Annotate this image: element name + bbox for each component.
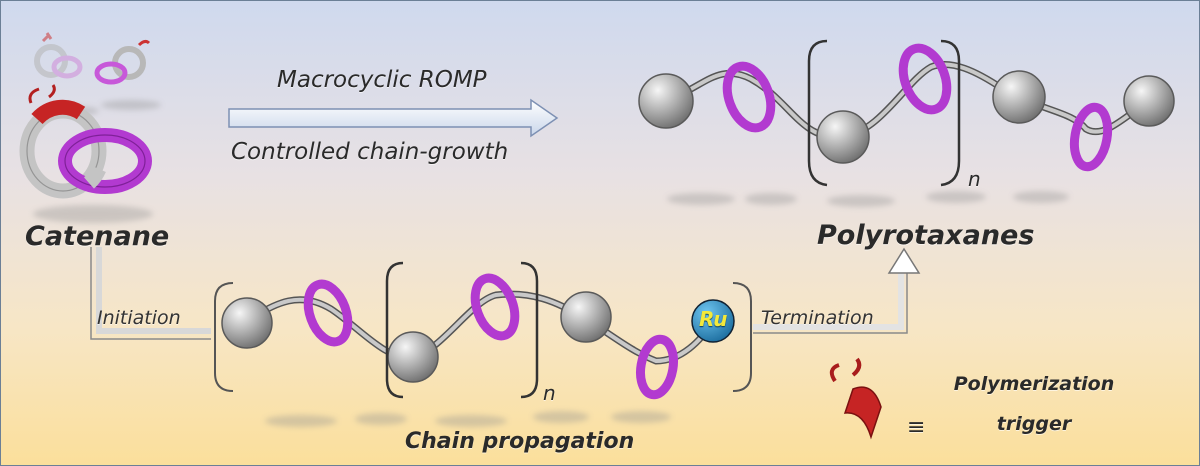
pathway-lines [90,247,921,340]
reaction-arrow [228,98,559,138]
termination-label: Termination [761,307,874,329]
polyrotaxanes-label: Polyrotaxanes [817,220,1035,251]
propagating-chain [214,261,752,400]
arrow-label-top: Macrocyclic ROMP [277,67,487,93]
small-catenane-gray [34,32,83,79]
chain-propagation-label: Chain propagation [405,429,635,454]
small-catenane-magenta [94,39,151,85]
polyrotaxane-chain [638,39,1175,187]
ru-catalyst [691,299,735,343]
catenane-molecule [19,84,152,199]
repeat-n-bottom: n [543,381,556,405]
trigger-icon [829,357,882,440]
catenane-label: Catenane [25,221,170,252]
equivalence-sign: ≡ [907,415,926,440]
trigger-label-line1: Polymerization [953,373,1115,395]
arrow-label-bottom: Controlled chain-growth [231,139,509,165]
initiation-label: Initiation [97,307,181,329]
reflection-shadows [33,100,1069,427]
repeat-n-top: n [968,167,981,191]
ru-label: Ru [699,307,728,331]
trigger-label-line2: trigger [996,413,1072,435]
